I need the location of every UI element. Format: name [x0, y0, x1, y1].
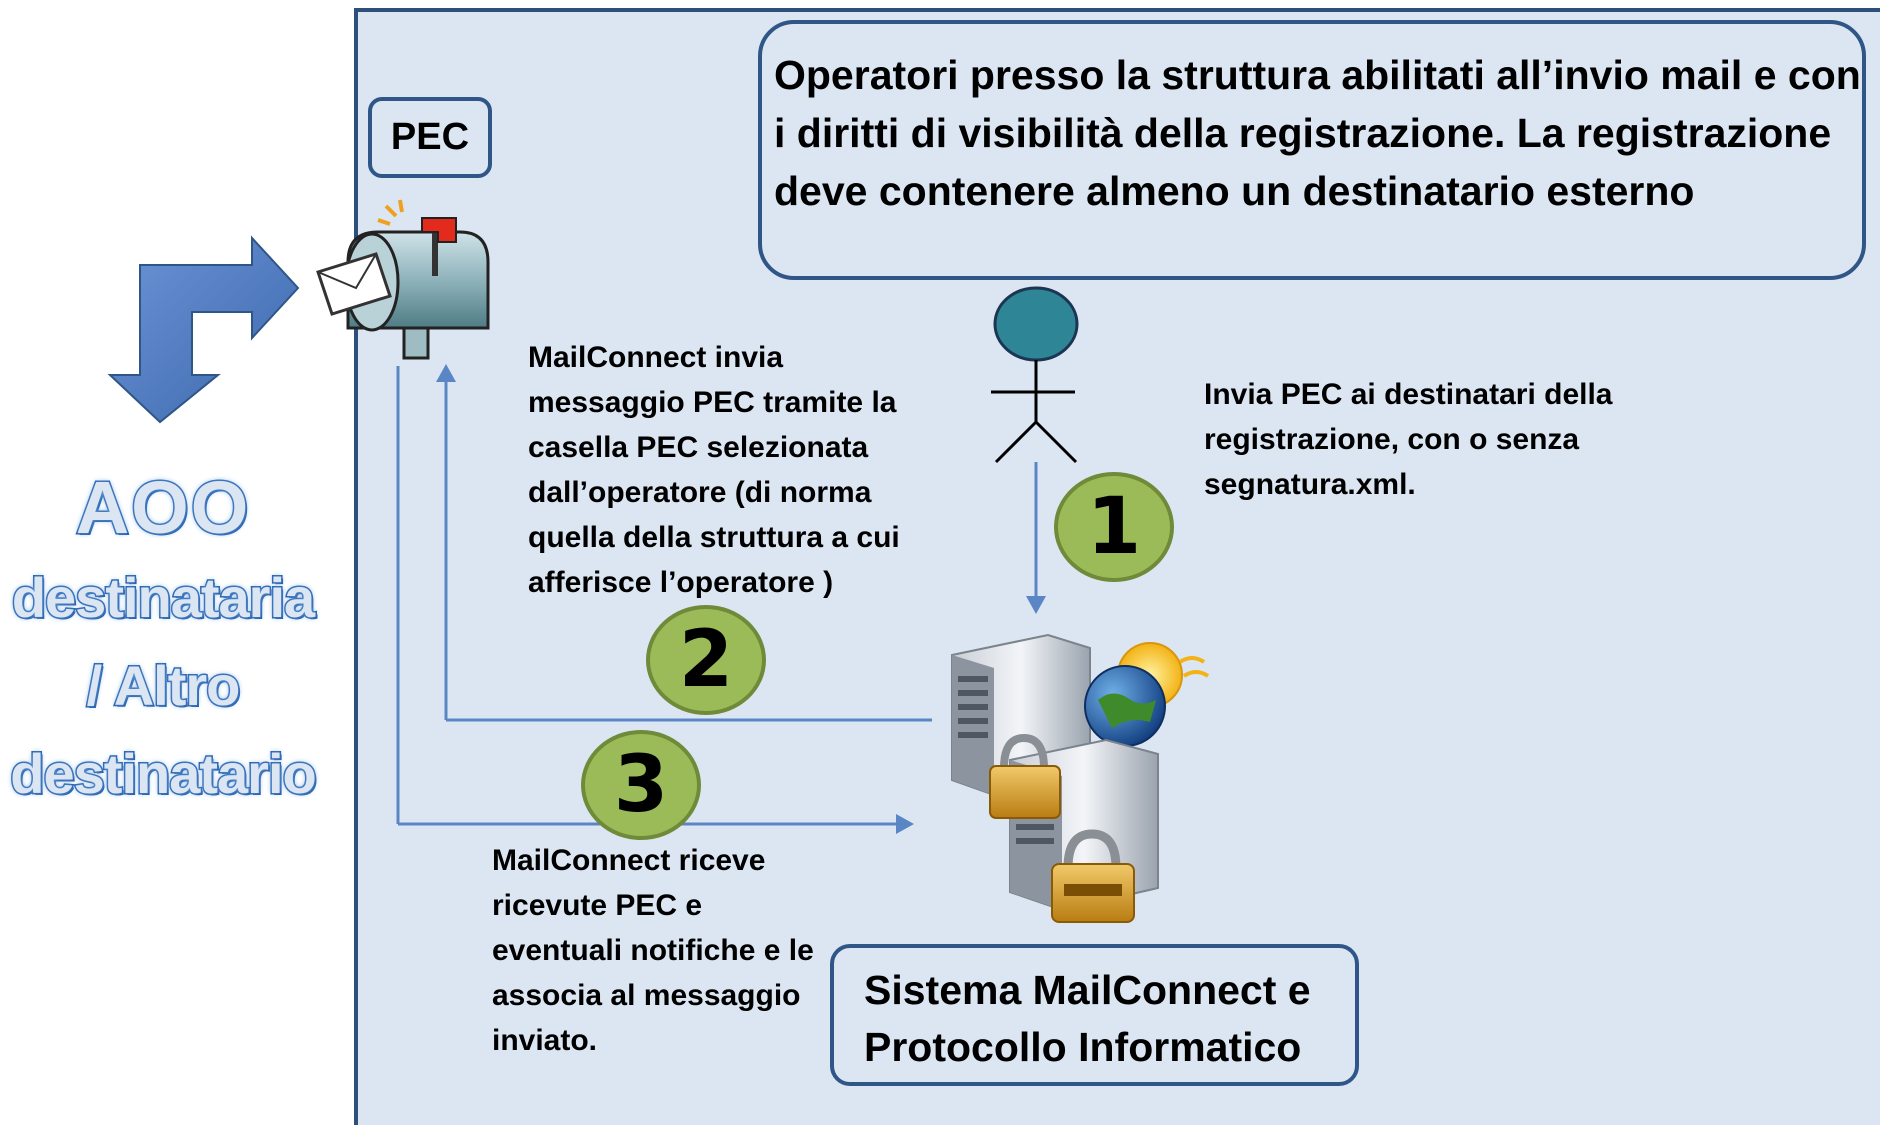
step-2-text: MailConnect invia messaggio PEC tramite … — [528, 341, 900, 599]
recipient-label: AOO destinataria / Altro destinatario — [0, 462, 326, 818]
pec-label: PEC — [390, 116, 470, 158]
step-2-badge: 2 — [646, 605, 766, 715]
step-1-text: Invia PEC ai destinatari della registraz… — [1204, 378, 1613, 501]
step-1-badge: 1 — [1054, 472, 1174, 582]
user-icon — [991, 286, 1079, 464]
system-box: Sistema MailConnect e Protocollo Informa… — [830, 944, 1359, 1086]
recipient-line-1: destinataria — [10, 565, 316, 631]
envelope-icon — [316, 252, 392, 316]
recipient-title: AOO — [74, 465, 251, 551]
padlock-icon — [989, 733, 1135, 923]
operators-box-text: Operatori presso la struttura abilitati … — [774, 52, 1861, 214]
server-icon — [951, 633, 1210, 923]
operators-box: Operatori presso la struttura abilitati … — [758, 20, 1866, 280]
mailbox-icon — [316, 199, 490, 360]
step-3-text: MailConnect riceve ricevute PEC e eventu… — [492, 844, 814, 1057]
bent-arrow-icon — [107, 235, 300, 424]
system-box-text: Sistema MailConnect e Protocollo Informa… — [864, 967, 1311, 1070]
pec-box: PEC — [368, 97, 492, 178]
recipient-line-3: destinatario — [9, 741, 318, 807]
recipient-line-2: / Altro — [85, 653, 242, 719]
step-3-badge: 3 — [581, 730, 701, 840]
